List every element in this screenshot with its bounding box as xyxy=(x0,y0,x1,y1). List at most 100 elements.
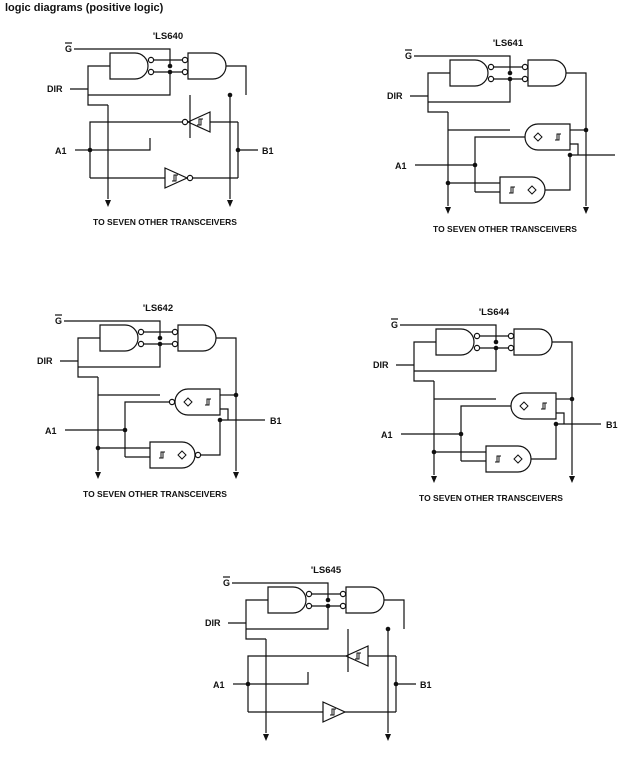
wire xyxy=(246,606,329,630)
footer-label: TO SEVEN OTHER TRANSCEIVERS xyxy=(83,489,227,499)
footer-label: TO SEVEN OTHER TRANSCEIVERS xyxy=(93,217,237,227)
junction-dot xyxy=(385,626,391,632)
inversion-bubble xyxy=(473,332,481,340)
inversion-bubble xyxy=(305,602,313,610)
inversion-bubble xyxy=(181,56,189,64)
a1-label: A1 xyxy=(45,426,57,436)
diagram-title: 'LS640 xyxy=(153,31,183,42)
and-gate-left xyxy=(109,52,149,80)
junction-dot xyxy=(567,152,573,158)
and-gate-right xyxy=(513,328,553,356)
wire xyxy=(556,412,565,424)
wire xyxy=(245,599,268,640)
g-label: G xyxy=(391,320,398,330)
open-collector-icon xyxy=(177,450,187,460)
arrow-down-icon xyxy=(569,476,575,483)
inversion-bubble xyxy=(194,451,202,459)
g-label: G xyxy=(405,51,412,61)
dir-label: DIR xyxy=(373,360,389,370)
arrow-down-icon xyxy=(233,472,239,479)
b1-label: B1 xyxy=(606,420,618,430)
junction-dot xyxy=(569,396,575,402)
wire xyxy=(89,121,182,178)
inversion-bubble xyxy=(487,75,495,83)
diagram-title: 'LS641 xyxy=(493,38,524,49)
inversion-bubble xyxy=(171,340,179,348)
hysteresis-icon xyxy=(355,652,361,660)
open-collector-icon xyxy=(513,454,523,464)
b1-label: B1 xyxy=(262,146,274,156)
page-heading: logic diagrams (positive logic) xyxy=(5,2,164,14)
wire xyxy=(77,337,100,378)
inversion-bubble xyxy=(147,56,155,64)
and-gate-left xyxy=(267,586,307,614)
inversion-bubble xyxy=(339,590,347,598)
hysteresis-icon xyxy=(197,118,203,126)
open-collector-icon xyxy=(527,185,537,195)
arrow-down-icon xyxy=(263,734,269,741)
inversion-bubble xyxy=(137,328,145,336)
footer-label: TO SEVEN OTHER TRANSCEIVERS xyxy=(433,224,577,234)
dir-label: DIR xyxy=(37,356,53,366)
inversion-bubble xyxy=(168,398,176,406)
wire xyxy=(460,405,511,461)
wire xyxy=(566,72,587,102)
hysteresis-icon xyxy=(495,455,501,463)
junction-dot xyxy=(445,180,451,186)
wire xyxy=(201,420,221,456)
wire xyxy=(413,341,436,382)
and-gate-right xyxy=(177,324,217,352)
wire xyxy=(570,143,579,155)
wire xyxy=(552,341,573,371)
g-label: G xyxy=(223,578,230,588)
wire xyxy=(220,408,229,420)
inversion-bubble xyxy=(137,340,145,348)
wire xyxy=(414,348,497,372)
and-gate-left xyxy=(449,59,489,87)
wire xyxy=(531,424,557,460)
diagram-title: 'LS645 xyxy=(311,565,342,576)
g-label: G xyxy=(65,44,72,54)
dir-label: DIR xyxy=(47,84,63,94)
inversion-bubble xyxy=(521,75,529,83)
inversion-bubble xyxy=(181,68,189,76)
b1-label: B1 xyxy=(270,416,282,426)
gate-b-to-a xyxy=(524,123,571,151)
wire xyxy=(248,672,309,685)
wire xyxy=(226,65,247,95)
junction-dot xyxy=(583,127,589,133)
wire xyxy=(90,138,151,151)
a1-label: A1 xyxy=(381,430,393,440)
arrow-down-icon xyxy=(95,472,101,479)
b1-label: B1 xyxy=(420,680,432,690)
wire xyxy=(427,72,450,113)
dir-label: DIR xyxy=(205,618,221,628)
and-gate-left xyxy=(435,328,475,356)
dir-label: DIR xyxy=(387,91,403,101)
inversion-bubble xyxy=(339,602,347,610)
inversion-bubble xyxy=(507,344,515,352)
gate-a-to-b xyxy=(149,441,196,469)
arrow-down-icon xyxy=(105,200,111,207)
junction-dot xyxy=(233,392,239,398)
hysteresis-icon xyxy=(172,174,178,182)
g-label: G xyxy=(55,316,62,326)
inversion-bubble xyxy=(186,174,194,182)
gate-b-to-a xyxy=(510,392,557,420)
junction-dot xyxy=(431,449,437,455)
arrow-down-icon xyxy=(431,476,437,483)
inversion-bubble xyxy=(305,590,313,598)
inversion-bubble xyxy=(521,63,529,71)
wire xyxy=(474,136,525,192)
inversion-bubble xyxy=(473,344,481,352)
gate-a-to-b xyxy=(499,176,546,204)
open-collector-icon xyxy=(183,397,193,407)
inversion-bubble xyxy=(507,332,515,340)
diagram-ls641: 'LS641GDIRA1B1TO SEVEN OTHER TRANSCEIVER… xyxy=(387,38,615,234)
wire xyxy=(78,344,161,368)
